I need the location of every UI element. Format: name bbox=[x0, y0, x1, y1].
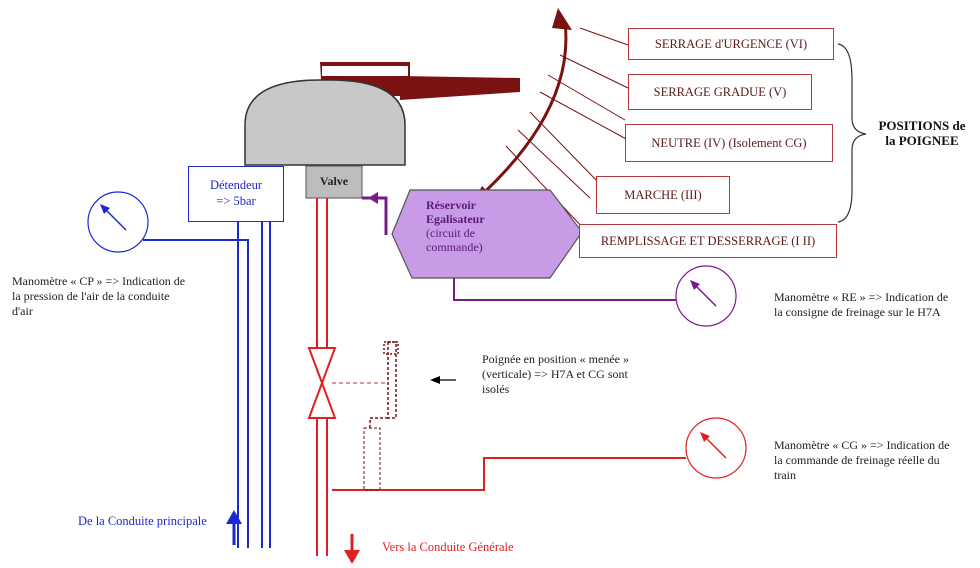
reservoir-text: Réservoir Egalisateur (circuit de comman… bbox=[426, 198, 546, 254]
cg-line1: Manomètre « CG » => Indication de bbox=[774, 438, 950, 452]
cp-line1: Manomètre « CP » => Indication de bbox=[12, 274, 186, 288]
reservoir-line1: Réservoir bbox=[426, 198, 476, 212]
detendeur-box: Détendeur => 5bar bbox=[188, 166, 284, 222]
reservoir-line3: (circuit de bbox=[426, 226, 475, 240]
manometer-cg-text: Manomètre « CG » => Indication de la com… bbox=[774, 438, 980, 483]
conduite-principale-arrow bbox=[226, 510, 242, 545]
positions-brace bbox=[837, 43, 867, 223]
detendeur-line1: Détendeur bbox=[209, 178, 263, 192]
cp-line3: d'air bbox=[12, 304, 33, 318]
position-i-ii: REMPLISSAGE ET DESSERRAGE (I II) bbox=[579, 224, 837, 258]
positions-title-line1: POSITIONS de bbox=[878, 118, 966, 133]
reservoir-link bbox=[362, 192, 388, 235]
reservoir-line4: commande) bbox=[426, 240, 483, 254]
valve-label: Valve bbox=[319, 174, 349, 188]
conduite-generale-arrow bbox=[344, 534, 360, 564]
poignee-line1: Poignée en position « menée » bbox=[482, 352, 629, 366]
reservoir-egalisateur bbox=[391, 189, 583, 279]
re-line2: la consigne de freinage sur le H7A bbox=[774, 305, 941, 319]
cp-line2: la pression de l'air de la conduite bbox=[12, 289, 170, 303]
isolation-valve bbox=[307, 347, 337, 419]
valve-dome bbox=[244, 79, 406, 166]
rotation-arc bbox=[476, 21, 568, 200]
re-line bbox=[453, 278, 678, 301]
reservoir-line2: Egalisateur bbox=[426, 212, 485, 226]
manometer-re-text: Manomètre « RE » => Indication de la con… bbox=[774, 290, 980, 320]
position-iv: NEUTRE (IV) (Isolement CG) bbox=[625, 124, 833, 162]
conduite-generale-lines bbox=[316, 198, 686, 556]
detendeur-line2: => 5bar bbox=[216, 194, 256, 208]
position-iii: MARCHE (III) bbox=[596, 176, 730, 214]
poignee-line2: (verticale) => H7A et CG sont bbox=[482, 367, 628, 381]
manometer-cp-text: Manomètre « CP » => Indication de la pre… bbox=[12, 274, 242, 319]
positions-title: POSITIONS de la POIGNEE bbox=[872, 118, 972, 148]
cg-line3: train bbox=[774, 468, 796, 482]
position-ticks bbox=[505, 27, 629, 231]
poignee-pointer-arrow bbox=[430, 376, 456, 384]
poignee-vertical bbox=[363, 341, 399, 491]
poignee-note: Poignée en position « menée » (verticale… bbox=[482, 352, 682, 397]
manometer-cg bbox=[685, 417, 747, 479]
cg-line2: la commande de freinage réelle du bbox=[774, 453, 940, 467]
position-v: SERRAGE GRADUE (V) bbox=[628, 74, 812, 110]
valve-block bbox=[305, 165, 363, 199]
positions-title-line2: la POIGNEE bbox=[885, 133, 959, 148]
arc-arrowhead-top bbox=[552, 8, 572, 30]
manometer-cp bbox=[87, 191, 149, 253]
conduite-generale-label: Vers la Conduite Générale bbox=[382, 540, 514, 554]
air-supply-lines bbox=[143, 222, 271, 548]
position-vi: SERRAGE d'URGENCE (VI) bbox=[628, 28, 834, 60]
re-line1: Manomètre « RE » => Indication de bbox=[774, 290, 949, 304]
poignee-line3: isolés bbox=[482, 382, 510, 396]
conduite-principale-label: De la Conduite principale bbox=[78, 514, 207, 528]
manometer-re bbox=[675, 265, 737, 327]
